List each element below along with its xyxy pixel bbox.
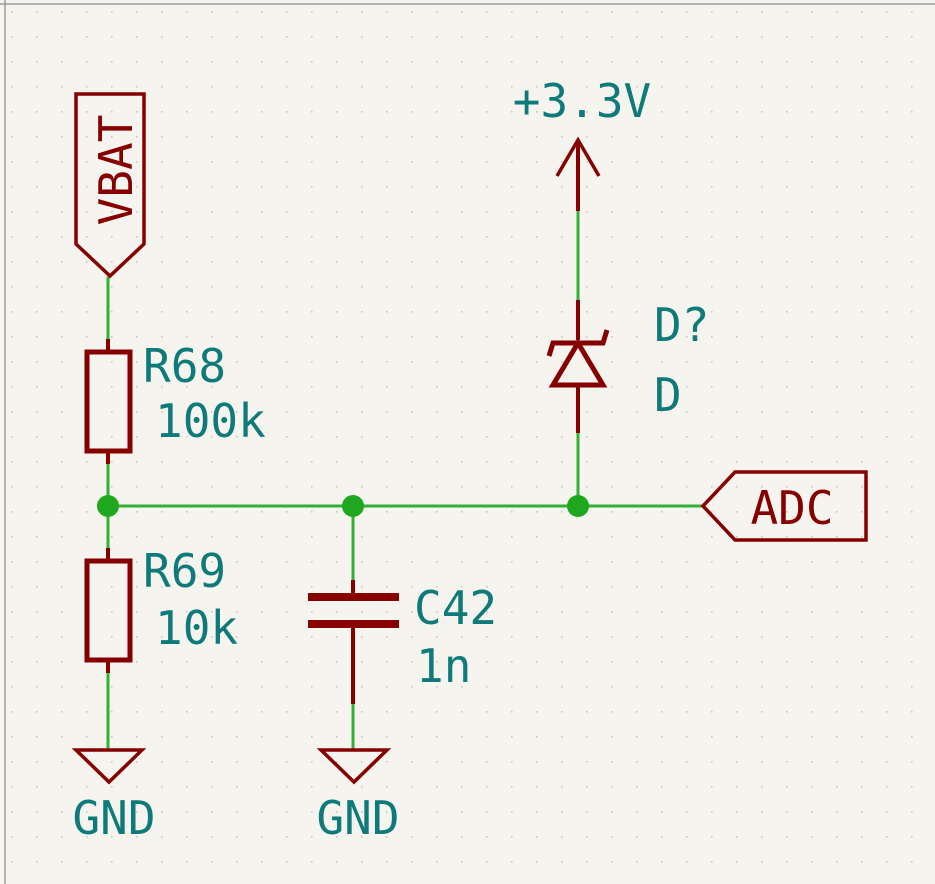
junction-left: [97, 495, 119, 517]
resistor-r69[interactable]: R69 10k: [84, 544, 238, 673]
diode-zener-bar: [546, 329, 610, 357]
diode-value: D: [654, 368, 682, 422]
resistor-r68-value: 100k: [155, 394, 266, 448]
gnd-mid-text: GND: [316, 791, 399, 845]
capacitor-c42-ref: C42: [414, 581, 497, 635]
vbat-label-text: VBAT: [89, 115, 143, 226]
resistor-r68-ref: R68: [143, 339, 226, 393]
vbat-label-shape: [74, 92, 146, 279]
resistor-r69-value: 10k: [155, 601, 238, 655]
gnd-symbol-left[interactable]: GND: [71, 748, 156, 845]
capacitor-c42[interactable]: C42 1n: [308, 580, 497, 704]
resistor-r69-ref: R69: [143, 544, 226, 598]
adc-label-shape: [700, 470, 868, 542]
gnd-left-text: GND: [72, 791, 155, 845]
junction-right: [567, 495, 589, 517]
power-33v-text: +3.3V: [513, 74, 651, 128]
gnd-left-triangle: [71, 748, 147, 785]
adc-label[interactable]: ADC: [700, 470, 868, 542]
power-symbol-33v[interactable]: +3.3V: [513, 74, 651, 211]
capacitor-c42-value: 1n: [416, 639, 471, 693]
diode-ref: D?: [654, 298, 709, 352]
junctions: [97, 495, 589, 517]
gnd-symbol-mid[interactable]: GND: [316, 748, 400, 845]
gnd-mid-triangle: [316, 748, 392, 785]
zener-diode-d1[interactable]: D? D: [546, 298, 709, 433]
adc-label-text: ADC: [750, 481, 833, 535]
power-33v-arrow-icon: [555, 136, 601, 177]
vbat-label[interactable]: VBAT: [74, 92, 146, 279]
diode-triangle: [548, 338, 608, 388]
junction-mid: [342, 495, 364, 517]
resistor-r68[interactable]: R68 100k: [84, 339, 266, 464]
